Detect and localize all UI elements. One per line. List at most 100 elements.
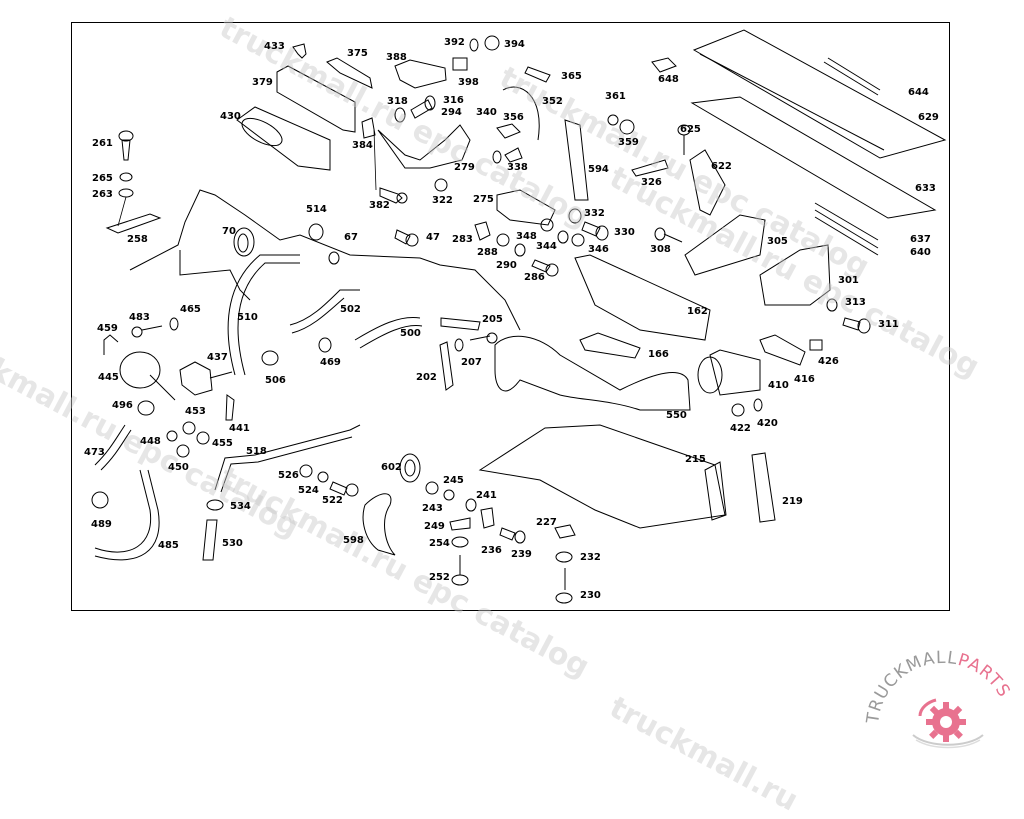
screw-330[interactable]	[581, 221, 609, 241]
callout-70[interactable]: 70	[222, 226, 236, 237]
callout-359[interactable]: 359	[618, 137, 639, 148]
nut-394[interactable]	[484, 35, 500, 51]
callout-506[interactable]: 506	[265, 375, 286, 386]
clip-648[interactable]	[651, 57, 677, 73]
screw-625[interactable]	[677, 124, 691, 155]
lever-mechanism-279[interactable]	[377, 124, 471, 169]
callout-348[interactable]: 348	[516, 231, 537, 242]
screw-252[interactable]	[451, 555, 469, 586]
washer-265[interactable]	[119, 172, 133, 182]
washer-344[interactable]	[557, 230, 569, 244]
callout-453[interactable]: 453	[185, 406, 206, 417]
callout-448[interactable]: 448	[140, 436, 161, 447]
bracket-249[interactable]	[449, 517, 471, 531]
callout-301[interactable]: 301	[838, 275, 859, 286]
washer-526[interactable]	[299, 464, 313, 478]
hose-502[interactable]	[289, 289, 360, 334]
seal-219[interactable]	[751, 452, 776, 523]
callout-241[interactable]: 241	[476, 490, 497, 501]
grommet-70[interactable]	[233, 227, 255, 257]
callout-550[interactable]: 550	[666, 410, 687, 421]
callout-398[interactable]: 398	[458, 77, 479, 88]
callout-365[interactable]: 365	[561, 71, 582, 82]
hose-598[interactable]	[362, 493, 396, 556]
callout-219[interactable]: 219	[782, 496, 803, 507]
callout-279[interactable]: 279	[454, 162, 475, 173]
callout-644[interactable]: 644	[908, 87, 929, 98]
callout-352[interactable]: 352	[542, 96, 563, 107]
callout-166[interactable]: 166	[648, 349, 669, 360]
callout-313[interactable]: 313	[845, 297, 866, 308]
clip-426[interactable]	[809, 339, 823, 351]
callout-316[interactable]: 316	[443, 95, 464, 106]
callout-162[interactable]: 162	[687, 306, 708, 317]
bracket-384[interactable]	[361, 117, 377, 191]
callout-330[interactable]: 330	[614, 227, 635, 238]
callout-422[interactable]: 422	[730, 423, 751, 434]
nut-455[interactable]	[196, 431, 210, 445]
washer-232[interactable]	[555, 551, 573, 563]
callout-227[interactable]: 227	[536, 517, 557, 528]
callout-305[interactable]: 305	[767, 236, 788, 247]
callout-430[interactable]: 430	[220, 111, 241, 122]
nut-346[interactable]	[571, 233, 585, 247]
callout-433[interactable]: 433	[264, 41, 285, 52]
vent-410[interactable]	[697, 349, 761, 396]
strips-637-640[interactable]	[814, 202, 879, 256]
callout-288[interactable]: 288	[477, 247, 498, 258]
clip-448[interactable]	[166, 430, 178, 442]
nut-359[interactable]	[619, 119, 635, 135]
grommet-602[interactable]	[399, 453, 421, 483]
callout-483[interactable]: 483	[129, 312, 150, 323]
strip-644[interactable]	[823, 57, 881, 96]
callout-526[interactable]: 526	[278, 470, 299, 481]
washer-254[interactable]	[451, 536, 469, 548]
callout-230[interactable]: 230	[580, 590, 601, 601]
callout-322[interactable]: 322	[432, 195, 453, 206]
callout-263[interactable]: 263	[92, 189, 113, 200]
callout-518[interactable]: 518	[246, 446, 267, 457]
sleeve-469[interactable]	[318, 337, 332, 353]
callout-622[interactable]: 622	[711, 161, 732, 172]
washer-263[interactable]	[118, 188, 134, 198]
screw-308[interactable]	[654, 227, 683, 243]
callout-47[interactable]: 47	[426, 232, 440, 243]
callout-496[interactable]: 496	[112, 400, 133, 411]
callout-465[interactable]: 465	[180, 304, 201, 315]
callout-202[interactable]: 202	[416, 372, 437, 383]
callout-388[interactable]: 388	[386, 52, 407, 63]
callout-379[interactable]: 379	[252, 77, 273, 88]
washer-318[interactable]	[394, 107, 406, 123]
nut-243[interactable]	[425, 481, 439, 495]
callout-308[interactable]: 308	[650, 244, 671, 255]
hose-530[interactable]	[202, 519, 218, 561]
callout-340[interactable]: 340	[476, 107, 497, 118]
clip-433[interactable]	[292, 43, 307, 59]
callout-426[interactable]: 426	[818, 356, 839, 367]
washer-241-part[interactable]	[465, 498, 477, 512]
callout-500[interactable]: 500	[400, 328, 421, 339]
callout-344[interactable]: 344	[536, 241, 557, 252]
screw-207[interactable]	[454, 332, 498, 352]
actuator-275[interactable]	[496, 189, 556, 226]
callout-640[interactable]: 640	[910, 247, 931, 258]
callout-459[interactable]: 459	[97, 323, 118, 334]
screw-261[interactable]	[118, 130, 134, 161]
callout-258[interactable]: 258	[127, 234, 148, 245]
bracket-202[interactable]	[439, 341, 454, 391]
plate-258[interactable]	[105, 196, 162, 234]
callout-286[interactable]: 286	[524, 272, 545, 283]
callout-514[interactable]: 514	[306, 204, 327, 215]
callout-502[interactable]: 502	[340, 304, 361, 315]
flap-305[interactable]	[684, 214, 766, 276]
callout-420[interactable]: 420	[757, 418, 778, 429]
panel-633[interactable]	[690, 96, 937, 219]
screw-483[interactable]	[131, 325, 163, 338]
duct-550[interactable]	[494, 335, 691, 411]
callout-594[interactable]: 594	[588, 164, 609, 175]
callout-441[interactable]: 441	[229, 423, 250, 434]
bracket-388[interactable]	[394, 59, 447, 89]
callout-648[interactable]: 648	[658, 74, 679, 85]
bolt-47[interactable]	[394, 229, 419, 247]
callout-629[interactable]: 629	[918, 112, 939, 123]
